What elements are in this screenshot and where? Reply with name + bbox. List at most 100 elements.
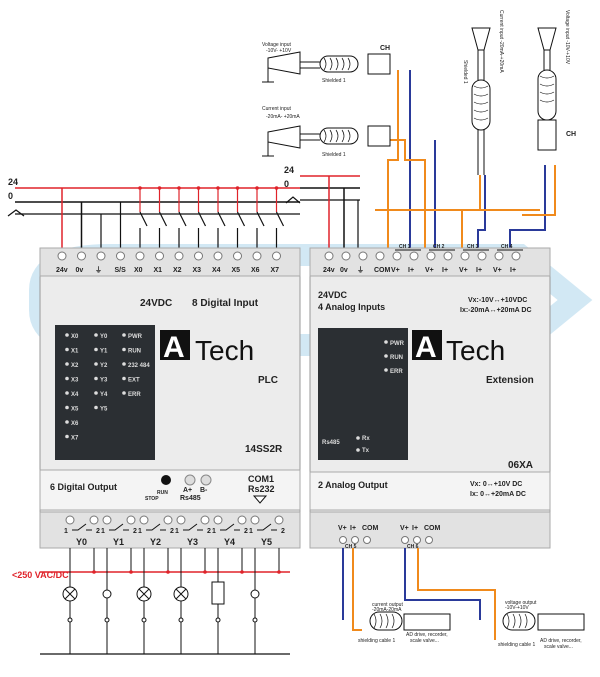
earth-ground-icon-ext (285, 196, 301, 204)
current-output-range: -20mA-20mA (372, 607, 402, 613)
led-label: X5 (71, 407, 79, 413)
plc-led-panel (55, 325, 155, 460)
ext-brand: Tech (446, 335, 505, 366)
load-voltage-label: <250 VAC/DC (12, 570, 69, 580)
vertical-current-sensor: Current input -20mA-+20mA Shielded 1 (462, 10, 504, 175)
rot-voltage-label: Voltage input -10V-+10V (564, 10, 570, 65)
ext-led-panel (318, 328, 408, 460)
power-rails: 24 0 24 0 (7, 165, 360, 217)
led-label: Y2 (100, 363, 108, 369)
coil-icon (211, 581, 225, 605)
voltage-output-label: voltage output (505, 600, 537, 606)
ext-rs485: Rs485 (322, 440, 340, 446)
led-dot (94, 347, 98, 352)
run-stop-switch[interactable] (161, 475, 171, 485)
plc-output-label: 6 Digital Output (50, 482, 117, 492)
led-label: X2 (71, 363, 79, 369)
relay-pin-2: 2 (207, 528, 211, 535)
rail-0-label-ext: 0 (284, 179, 289, 189)
ext-sub: Extension (486, 375, 534, 386)
output-label: Y0 (76, 537, 87, 547)
current-output-device: current output -20mA-20mA shielding cabl… (358, 602, 451, 644)
ext-tx: Tx (362, 448, 370, 454)
atech-logo-ext: A (412, 330, 442, 364)
terminal-label: ⏚ (357, 266, 364, 274)
terminal-label: I+ (350, 525, 356, 532)
terminal-label: COM (424, 525, 441, 532)
led-dot (122, 333, 126, 337)
load-icon (102, 589, 112, 599)
junction-dot (196, 186, 201, 190)
terminal-screw (176, 515, 186, 525)
terminal-screw (89, 515, 99, 525)
led-dot (94, 405, 98, 410)
terminal-label: V+ (425, 267, 434, 274)
terminal-label: COM (374, 267, 391, 274)
relay-pin-1: 1 (175, 528, 179, 535)
plc-sub: PLC (258, 375, 278, 386)
shielded-label-2: Shielded 1 (322, 152, 346, 158)
terminal-label: S/S (115, 267, 127, 274)
led-dot (122, 376, 126, 381)
led-dot (384, 368, 388, 372)
led-dot (65, 391, 69, 395)
shielded-label-1: Shielded 1 (322, 78, 346, 84)
shielding-cable-label-2: shielding cable 1 (498, 642, 535, 648)
load-node (252, 617, 258, 623)
terminal-screw (351, 536, 359, 544)
terminal-screw (477, 251, 487, 261)
load-node (178, 617, 184, 623)
com1-label: COM1 (248, 474, 274, 484)
led-label: Y4 (100, 392, 108, 398)
relay-pin-2: 2 (133, 528, 137, 535)
load-node (141, 617, 147, 623)
ext-power-drops (328, 176, 359, 248)
terminal-screw (65, 515, 75, 525)
led-dot (122, 362, 126, 366)
led-dot (384, 340, 388, 344)
voltage-input-range: -10V- +10V (266, 48, 292, 54)
relay-contact-icon (220, 523, 240, 531)
led-dot (65, 333, 69, 337)
ext-out-range-i: Ix: 0↔+20mA DC (470, 491, 526, 498)
ext-range-i: Ix:-20mA↔+20mA DC (460, 307, 532, 314)
led-label: X3 (71, 378, 79, 384)
led-label: 232 484 (128, 363, 150, 369)
logo-a-ext: A (415, 331, 437, 364)
rot-current-label: Current input -20mA-+20mA (498, 10, 504, 73)
terminal-screw (252, 251, 262, 261)
junction-dot (129, 570, 133, 574)
relay-pin-1: 1 (138, 528, 142, 535)
terminal-label: X1 (154, 267, 163, 274)
terminal-screw (200, 515, 210, 525)
terminal-screw (57, 251, 67, 261)
output-label: Y5 (261, 537, 272, 547)
relay-contact-icon (257, 523, 277, 531)
switch-contact (236, 211, 246, 227)
terminal-screw (126, 515, 136, 525)
plc-input-label: 8 Digital Input (192, 298, 259, 309)
terminal-screw (272, 251, 281, 261)
ch-label-2: CH (566, 131, 576, 138)
relay-contact-icon (183, 523, 203, 531)
rs232-port-icon (252, 495, 268, 504)
rs485-label: Rs485 (180, 495, 201, 502)
terminal-screw (375, 251, 385, 261)
terminal-label: I+ (442, 267, 448, 274)
led-dot (122, 391, 126, 395)
junction-dot (277, 570, 281, 574)
junction-dot (235, 186, 240, 190)
terminal-label: V+ (391, 267, 400, 274)
relay-contact-icon (109, 523, 129, 531)
plc-model: 14SS2R (245, 444, 283, 455)
terminal-screw (401, 536, 409, 544)
led-label: X7 (71, 436, 79, 442)
terminal-screw (392, 251, 402, 261)
terminal-screw (511, 251, 521, 261)
led-label: ERR (390, 369, 403, 375)
terminal-label: ⏚ (95, 266, 102, 274)
